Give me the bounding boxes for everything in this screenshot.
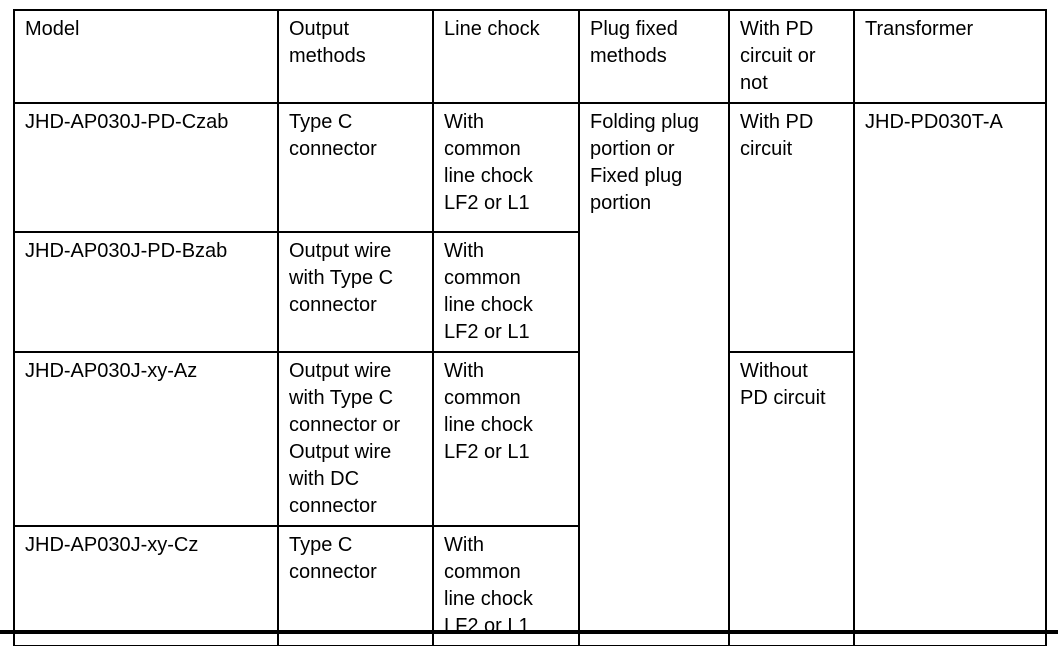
- header-line-chock: Line chock: [432, 9, 580, 104]
- model-spec-table: Model Output methods Line chock Plug fix…: [13, 9, 1047, 646]
- cell-plug-fixed-methods: Folding plug portion or Fixed plug porti…: [578, 102, 730, 646]
- bottom-horizontal-rule: [0, 630, 1058, 634]
- cell-without-pd-circuit: Without PD circuit: [728, 351, 855, 646]
- header-output-methods: Output methods: [277, 9, 434, 104]
- cell-line-chock-4: With common line chock LF2 or L1: [432, 525, 580, 646]
- table-row-1: JHD-AP030J-PD-Czab Type C connector With…: [13, 102, 1047, 646]
- cell-output-method-2: Output wire with Type C connector: [277, 231, 434, 353]
- cell-line-chock-3: With common line chock LF2 or L1: [432, 351, 580, 527]
- header-plug-fixed-methods: Plug fixed methods: [578, 9, 730, 104]
- table-row-2: JHD-AP030J-PD-Bzab Output wire with Type…: [13, 231, 1046, 353]
- cell-model-4: JHD-AP030J-xy-Cz: [13, 525, 279, 646]
- cell-output-method-1: Type C connector: [277, 102, 434, 233]
- header-model: Model: [13, 9, 279, 104]
- cell-line-chock-1: With common line chock LF2 or L1: [432, 102, 580, 233]
- cell-model-2: JHD-AP030J-PD-Bzab: [13, 231, 279, 353]
- header-transformer: Transformer: [853, 9, 1047, 104]
- table-row-3: JHD-AP030J-xy-Az Output wire with Type C…: [13, 351, 1046, 646]
- cell-transformer: JHD-PD030T-A: [853, 102, 1047, 646]
- cell-line-chock-2: With common line chock LF2 or L1: [432, 231, 580, 353]
- cell-with-pd-circuit: With PD circuit: [728, 102, 855, 353]
- header-row: Model Output methods Line chock Plug fix…: [13, 9, 1047, 104]
- cell-model-1: JHD-AP030J-PD-Czab: [13, 102, 279, 233]
- header-with-pd-circuit-or-not: With PD circuit or not: [728, 9, 855, 104]
- cell-output-method-3: Output wire with Type C connector or Out…: [277, 351, 434, 527]
- cell-output-method-4: Type C connector: [277, 525, 434, 646]
- cell-model-3: JHD-AP030J-xy-Az: [13, 351, 279, 527]
